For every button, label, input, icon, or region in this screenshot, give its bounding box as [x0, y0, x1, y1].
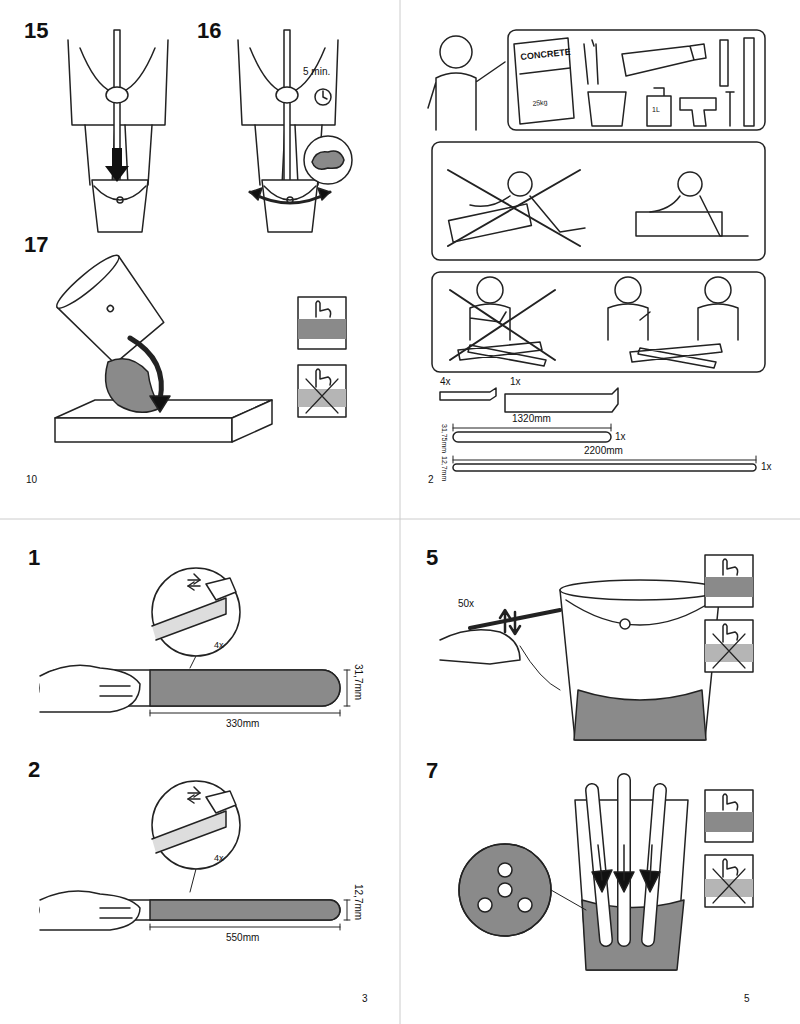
step-number: 5	[426, 545, 438, 570]
step-number: 17	[24, 232, 48, 257]
page-number: 5	[744, 993, 750, 1005]
dimension: 31,7mm	[353, 664, 365, 700]
part-quantity: 1x	[510, 376, 521, 388]
dimension: 550mm	[226, 932, 259, 944]
dimension: 31,75mm	[440, 424, 448, 453]
bottle-volume: 1L	[652, 106, 660, 114]
dimension: 2200mm	[584, 445, 623, 457]
bag-weight: 25kg	[532, 98, 548, 108]
dimension: 12,7mm	[353, 884, 365, 920]
page-number: 2	[428, 474, 434, 486]
step-number: 16	[197, 18, 221, 43]
step-number: 15	[24, 18, 48, 43]
part-quantity: 1x	[615, 431, 626, 443]
repeat-count: 50x	[458, 598, 474, 610]
part-quantity: 4x	[440, 376, 451, 388]
dimension: 12,7mm	[440, 456, 448, 481]
repeat-count: 4x	[214, 853, 224, 863]
bag-text: CONCRETE	[520, 47, 571, 63]
step-number: 7	[426, 758, 438, 783]
repeat-count: 4x	[214, 640, 224, 650]
time-note: 5 min.	[303, 66, 330, 78]
step-number: 1	[28, 545, 40, 570]
dimension: 330mm	[226, 718, 259, 730]
step-number: 2	[28, 757, 40, 782]
dimension: 1320mm	[512, 413, 551, 425]
page-number: 10	[26, 474, 37, 486]
page-number: 3	[362, 993, 368, 1005]
part-quantity: 1x	[761, 461, 772, 473]
